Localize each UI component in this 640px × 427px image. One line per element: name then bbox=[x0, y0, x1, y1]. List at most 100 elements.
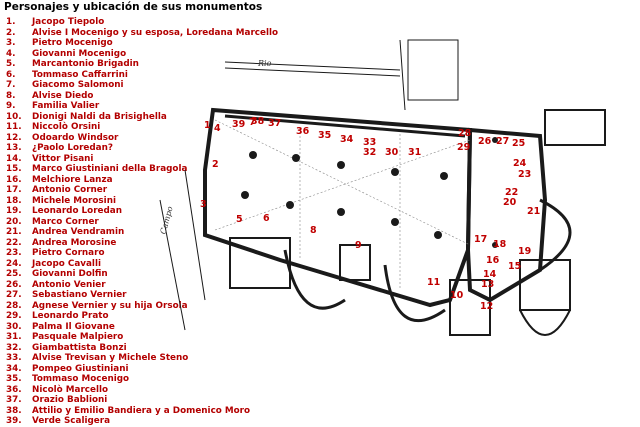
legend-name: Marco Corner bbox=[32, 216, 99, 227]
plan-pillars bbox=[241, 137, 498, 248]
legend-item: 1. Jacopo Tiepolo bbox=[6, 17, 278, 28]
legend-number: 12. bbox=[6, 132, 22, 143]
legend-name: Andrea Vendramin bbox=[32, 227, 125, 237]
monument-marker: 17 bbox=[474, 234, 487, 245]
legend-number: 30. bbox=[6, 321, 22, 332]
monument-marker: 35 bbox=[318, 130, 331, 141]
legend-name: Palma Il Giovane bbox=[32, 321, 115, 332]
monument-marker: 25 bbox=[512, 138, 525, 149]
legend-item: 10.Dionigi Naldi da Brisighella bbox=[6, 112, 278, 123]
monument-marker: 28 bbox=[458, 128, 472, 139]
legend-name: Antonio Corner bbox=[32, 185, 108, 195]
legend-item: 35.Tommaso Mocenigo bbox=[6, 374, 278, 385]
legend-number: 36. bbox=[6, 384, 22, 395]
legend-item: 37.Orazio Bablioni bbox=[6, 395, 278, 406]
legend-item: 3.Pietro Mocenigo bbox=[6, 38, 278, 49]
legend-heading: Personajes y ubicación de sus monumentos bbox=[4, 1, 263, 13]
monument-marker: 2 bbox=[212, 159, 219, 170]
monument-marker: 7 bbox=[249, 117, 256, 128]
monument-marker: 4 bbox=[214, 123, 221, 134]
legend-name: Jacopo Tiepolo bbox=[32, 17, 105, 27]
monument-marker: 20 bbox=[503, 197, 517, 208]
monument-marker: 37 bbox=[268, 118, 281, 129]
legend-item: 4. Giovanni Mocenigo bbox=[6, 49, 278, 60]
street-label: Rio bbox=[257, 59, 272, 68]
monument-marker: 30 bbox=[385, 147, 399, 158]
legend-item: 27.Sebastiano Vernier bbox=[6, 290, 278, 301]
legend-name: Tommaso Caffarrini bbox=[32, 69, 128, 80]
legend-item: 26. Antonio Venier bbox=[6, 280, 278, 291]
legend-name: Marcantonio Brigadin bbox=[32, 59, 139, 69]
legend-item: 12.Odoardo Windsor bbox=[6, 133, 278, 144]
monument-marker: 39 bbox=[232, 119, 245, 130]
legend-number: 26. bbox=[6, 279, 22, 290]
legend-number: 1. bbox=[6, 17, 16, 27]
legend-item: 15.Marco Giustiniani della Bragola bbox=[6, 164, 278, 175]
legend-number: 5. bbox=[6, 59, 16, 69]
legend-number: 2. bbox=[6, 27, 16, 38]
legend-number: 16. bbox=[6, 174, 22, 185]
legend-number: 9. bbox=[6, 101, 16, 111]
monument-marker: 8 bbox=[310, 225, 317, 236]
legend-item: 32.Giambattista Bonzi bbox=[6, 343, 278, 354]
legend-item: 18.Michele Morosini bbox=[6, 196, 278, 207]
legend-number: 29. bbox=[6, 311, 22, 321]
legend-item: 8.Alvise Diedo bbox=[6, 91, 278, 102]
monument-marker: 5 bbox=[236, 214, 243, 225]
monument-marker: 33 bbox=[363, 137, 376, 148]
legend-number: 34. bbox=[6, 363, 22, 374]
monument-marker: 13 bbox=[481, 279, 494, 290]
legend-name: Pietro Cornaro bbox=[32, 248, 105, 258]
legend-number: 3. bbox=[6, 38, 16, 48]
monument-marker: 29 bbox=[457, 142, 470, 153]
legend-name: Verde Scaligera bbox=[32, 416, 111, 426]
legend-name: Nicolò Marcello bbox=[32, 384, 109, 395]
legend-name: Sebastiano Vernier bbox=[32, 290, 127, 300]
monument-marker: 32 bbox=[363, 147, 376, 158]
legend-number: 38. bbox=[6, 405, 22, 416]
legend-number: 20. bbox=[6, 216, 22, 227]
legend-item: 5. Marcantonio Brigadin bbox=[6, 59, 278, 70]
legend-number: 31. bbox=[6, 332, 22, 342]
legend-item: 38.Attilio y Emilio Bandiera y a Domenic… bbox=[6, 406, 278, 417]
monument-marker: 16 bbox=[486, 255, 500, 266]
legend-item: 13.¿Paolo Loredan? bbox=[6, 143, 278, 154]
legend-number: 37. bbox=[6, 395, 22, 405]
legend-number: 18. bbox=[6, 195, 22, 206]
legend-name: Antonio Venier bbox=[32, 279, 106, 290]
legend-number: 8. bbox=[6, 90, 16, 101]
legend-name: Familia Valier bbox=[32, 101, 100, 111]
legend-number: 39. bbox=[6, 416, 22, 426]
legend-item: 7. Giacomo Salomoni bbox=[6, 80, 278, 91]
legend-number: 25. bbox=[6, 269, 22, 279]
legend-number: 13. bbox=[6, 143, 22, 153]
legend-item: 2. Alvise I Mocenigo y su esposa, Loredan… bbox=[6, 28, 278, 39]
legend-name: Giambattista Bonzi bbox=[32, 342, 127, 353]
monument-marker: 3 bbox=[200, 199, 207, 210]
legend-number: 4. bbox=[6, 48, 16, 59]
legend-name: Andrea Morosine bbox=[32, 237, 117, 248]
monument-marker: 9 bbox=[355, 240, 362, 251]
monument-marker: 10 bbox=[450, 290, 464, 301]
legend-name: Vittor Pisani bbox=[32, 153, 94, 164]
legend-name: Pasquale Malpiero bbox=[32, 332, 124, 342]
legend-item: 30. Palma Il Giovane bbox=[6, 322, 278, 333]
monument-marker: 31 bbox=[408, 147, 421, 158]
legend-item: 31. Pasquale Malpiero bbox=[6, 332, 278, 343]
legend-name: Niccolò Orsini bbox=[32, 122, 101, 132]
legend-number: 22. bbox=[6, 237, 22, 248]
legend-name: Giacomo Salomoni bbox=[32, 80, 124, 90]
legend-number: 23. bbox=[6, 248, 22, 258]
legend-item: 22. Andrea Morosine bbox=[6, 238, 278, 249]
legend-name: Giovanni Mocenigo bbox=[32, 48, 127, 59]
monument-legend: 1. Jacopo Tiepolo 2. Alvise I Mocenigo y su… bbox=[6, 17, 278, 427]
legend-item: 25. Giovanni Dolfin bbox=[6, 269, 278, 280]
legend-name: Jacopo Cavalli bbox=[32, 258, 101, 269]
plan-walls bbox=[159, 39, 606, 336]
legend-name: Melchiore Lanza bbox=[32, 174, 113, 185]
legend-name: Alvise I Mocenigo y su esposa, Loredana … bbox=[32, 27, 279, 38]
legend-name: Giovanni Dolfin bbox=[32, 269, 108, 279]
legend-number: 7. bbox=[6, 80, 16, 90]
legend-item: 39. Verde Scaligera bbox=[6, 416, 278, 427]
